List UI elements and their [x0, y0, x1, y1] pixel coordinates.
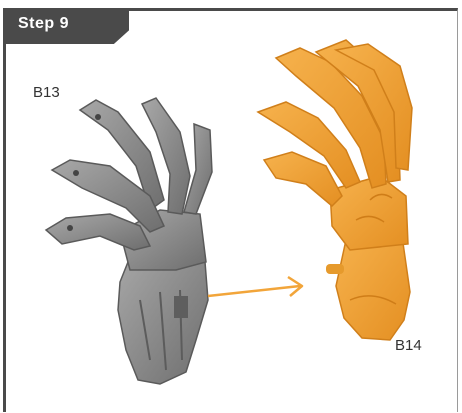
- hand-organic-b14-image: [258, 40, 412, 340]
- hand-skeleton-b13-image: [46, 98, 212, 384]
- arrow-icon: [208, 277, 302, 296]
